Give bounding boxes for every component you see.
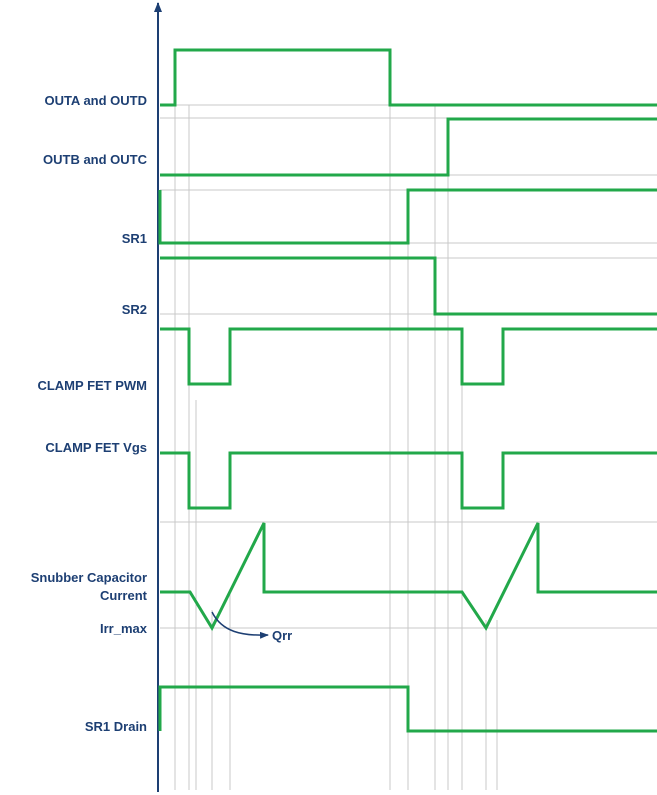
label-sr1: SR1	[122, 231, 147, 246]
waveform-sr1-drain	[158, 685, 657, 733]
label-snubber-capacitor: Snubber Capacitor	[31, 570, 147, 585]
label-qrr: Qrr	[272, 628, 292, 643]
waveform-outa-outd	[160, 48, 657, 107]
waveform-sr1	[158, 188, 657, 245]
label-clamp-fet-pwm: CLAMP FET PWM	[37, 378, 147, 393]
waveform-clamp-fet-pwm	[160, 327, 657, 386]
label-outa-outd: OUTA and OUTD	[44, 93, 147, 108]
qrr-arrow	[211, 611, 269, 639]
label-sr1-drain: SR1 Drain	[85, 719, 147, 734]
waveforms	[158, 48, 657, 733]
label-sr2: SR2	[122, 302, 147, 317]
waveform-sr2	[160, 256, 657, 316]
label-irr-max: Irr_max	[100, 621, 148, 636]
waveform-clamp-fet-vgs	[160, 451, 657, 510]
label-clamp-fet-vgs: CLAMP FET Vgs	[45, 440, 147, 455]
signal-labels: OUTA and OUTD OUTB and OUTC SR1 SR2 CLAM…	[31, 93, 293, 734]
label-outb-outc: OUTB and OUTC	[43, 152, 148, 167]
waveform-snubber-current	[160, 522, 657, 632]
label-snubber-current: Current	[100, 588, 148, 603]
waveform-outb-outc	[160, 117, 657, 177]
